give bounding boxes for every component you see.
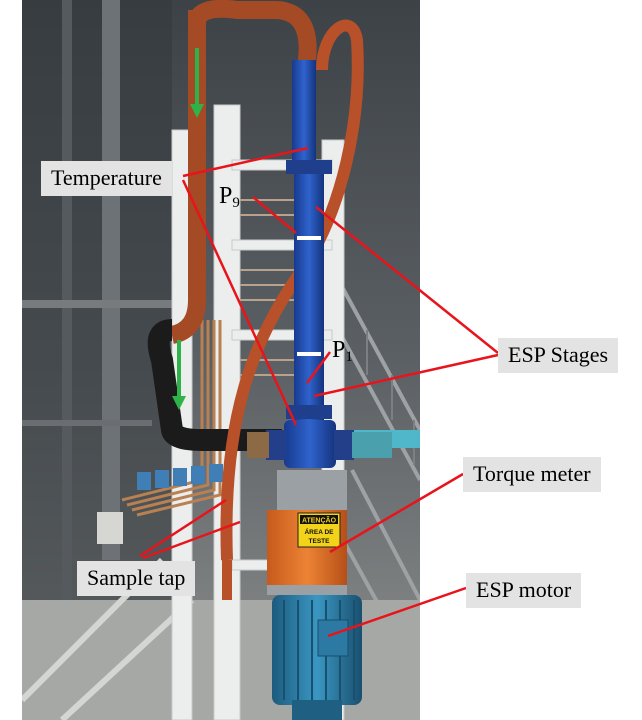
temperature-label: Temperature — [41, 161, 172, 196]
esp-motor-label: ESP motor — [466, 573, 582, 608]
p9-label-sub: 9 — [232, 195, 240, 211]
esp-stage-column — [294, 160, 324, 420]
warning-sign: ATENÇÃO ÁREA DE TESTE — [297, 512, 341, 548]
flow-arrow-upper — [190, 48, 204, 118]
esp-stages-label: ESP Stages — [498, 338, 619, 373]
sign-line-2: ÁREA DE — [304, 527, 334, 536]
p9-label: P9 — [219, 184, 240, 211]
sample-tap-label: Sample tap — [77, 561, 196, 596]
test-rig-photo: ATENÇÃO ÁREA DE TESTE — [22, 0, 420, 720]
intake-housing — [284, 420, 336, 468]
p1-label-base: P — [332, 337, 346, 363]
p9-label-base: P — [219, 183, 233, 209]
sign-line-1: ATENÇÃO — [302, 516, 337, 525]
p1-label-sub: 1 — [345, 349, 353, 365]
black-inlet-pipe — [147, 319, 282, 451]
p1-label: P1 — [332, 338, 353, 365]
torque-meter-label: Torque meter — [463, 457, 601, 492]
sign-line-3: TESTE — [309, 538, 331, 545]
